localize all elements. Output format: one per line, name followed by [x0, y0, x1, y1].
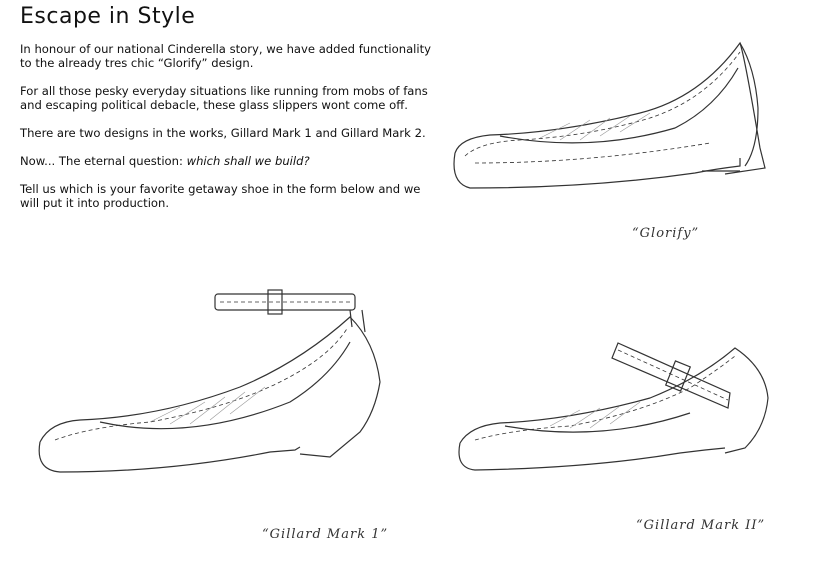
intro-copy: In honour of our national Cinderella sto… [20, 42, 440, 224]
paragraph: There are two designs in the works, Gill… [20, 126, 426, 140]
gillard-mark-1-caption: “Gillard Mark 1” [262, 527, 389, 542]
glorify-caption: “Glorify” [632, 226, 700, 241]
glorify-shoe-sketch [453, 41, 766, 189]
question-prefix: Now... The eternal question: [20, 154, 187, 168]
gillard-mark-2-caption: “Gillard Mark II” [636, 518, 766, 533]
question: Now... The eternal question: which shall… [20, 154, 440, 168]
paragraph: Tell us which is your favorite getaway s… [20, 182, 421, 210]
paragraph: For all those pesky everyday situations … [20, 84, 428, 112]
gillard-mark-1-sketch [38, 289, 381, 473]
question-emphasis: which shall we build? [186, 154, 310, 168]
paragraph: In honour of our national Cinderella sto… [20, 42, 432, 70]
page-title: Escape in Style [20, 4, 196, 29]
gillard-mark-2-sketch [458, 342, 769, 471]
